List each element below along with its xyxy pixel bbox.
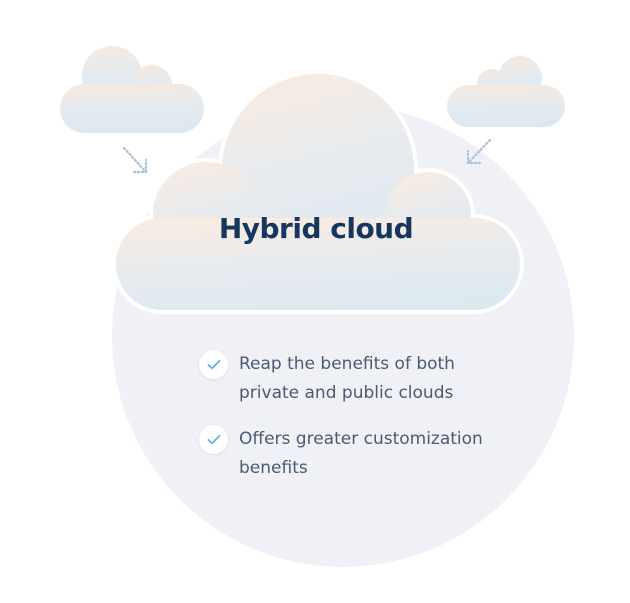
benefit-text: Offers greater customization benefits <box>239 429 483 478</box>
benefit-item: Offers greater customization benefits <box>199 425 519 483</box>
diagram-title: Hybrid cloud <box>218 212 414 245</box>
cloud-icon <box>447 56 565 127</box>
benefit-text: Reap the benefits of both private and pu… <box>239 354 455 403</box>
check-icon <box>199 350 228 379</box>
benefit-list: Reap the benefits of both private and pu… <box>199 350 519 500</box>
cloud-icon <box>60 46 204 133</box>
check-icon <box>199 425 228 454</box>
cloud-icon <box>112 70 524 314</box>
arrow-down-left-icon <box>466 138 492 165</box>
benefit-item: Reap the benefits of both private and pu… <box>199 350 519 408</box>
arrow-down-right-icon <box>122 146 148 174</box>
